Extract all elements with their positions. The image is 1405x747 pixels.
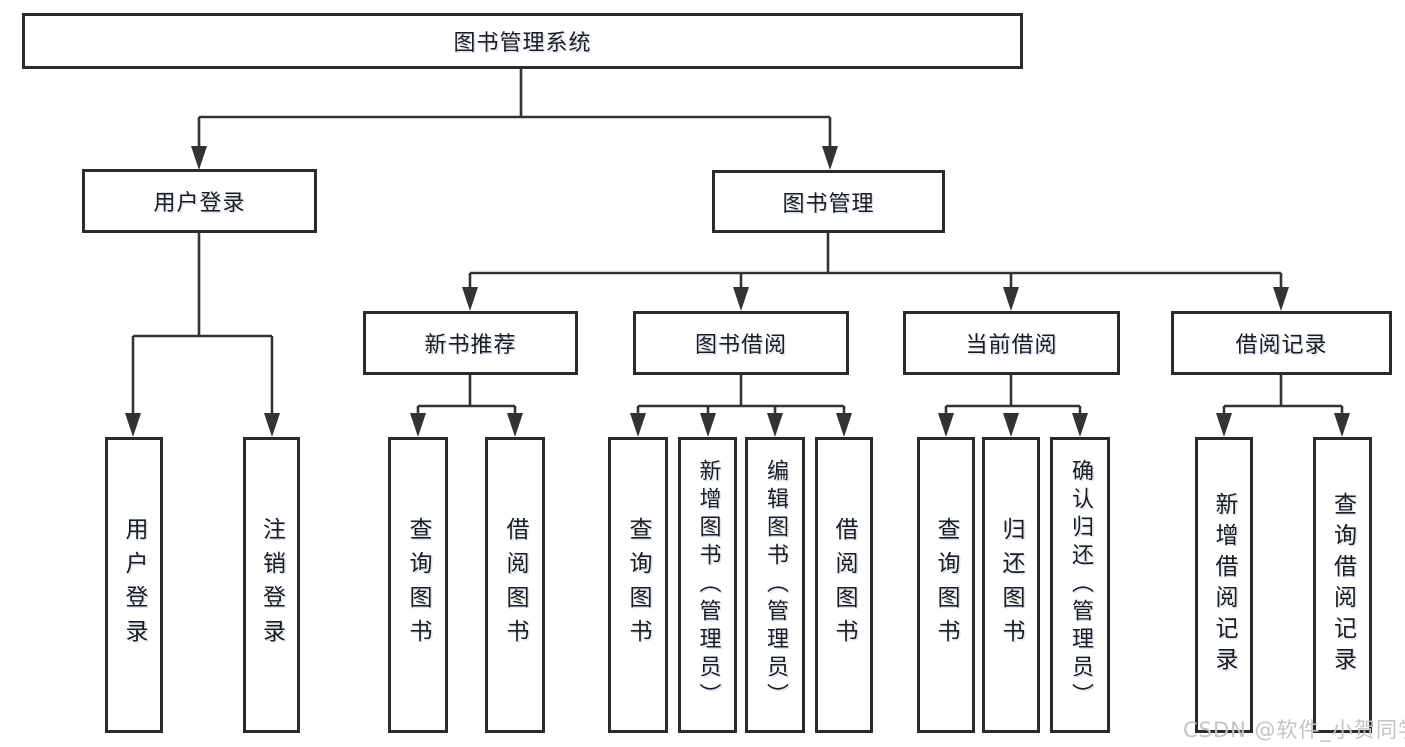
node-leaf-query-books-rec: 查询图书	[388, 437, 448, 733]
node-leaf-add-borrow-record-label: 新增借阅记录	[1211, 492, 1237, 678]
node-leaf-query-books-bb-label: 查询图书	[625, 517, 651, 653]
node-new-book-recommendation-label: 新书推荐	[424, 333, 517, 358]
node-leaf-query-books-cb: 查询图书	[917, 437, 975, 733]
node-leaf-return-books: 归还图书	[982, 437, 1040, 733]
node-borrowing-records-label: 借阅记录	[1235, 333, 1328, 358]
connector-user-login-children	[125, 233, 280, 437]
node-leaf-borrow-books-rec-label: 借阅图书	[502, 517, 528, 653]
node-book-borrowing-label: 图书借阅	[694, 333, 787, 358]
node-user-login-label: 用户登录	[153, 191, 246, 216]
node-borrowing-records: 借阅记录	[1171, 311, 1392, 375]
csdn-watermark: CSDN @软件_小贺同学	[1183, 718, 1405, 742]
node-leaf-query-books-cb-label: 查询图书	[933, 517, 959, 653]
node-leaf-add-books-admin-label: 新增图书（管理员）	[695, 459, 721, 711]
node-leaf-return-books-label: 归还图书	[998, 517, 1024, 653]
node-leaf-borrow-books-bb: 借阅图书	[815, 437, 873, 733]
connector-br-children	[1216, 375, 1350, 437]
node-leaf-query-borrow-record: 查询借阅记录	[1313, 437, 1372, 733]
node-library-management-system-label: 图书管理系统	[453, 31, 592, 56]
connector-rec-children	[410, 375, 523, 437]
node-leaf-borrow-books-bb-label: 借阅图书	[831, 517, 857, 653]
node-leaf-borrow-books-rec: 借阅图书	[485, 437, 545, 733]
node-leaf-query-borrow-record-label: 查询借阅记录	[1329, 492, 1356, 678]
node-book-borrowing: 图书借阅	[633, 311, 849, 375]
node-leaf-query-books-rec-label: 查询图书	[405, 517, 431, 653]
node-library-management-system: 图书管理系统	[22, 13, 1023, 69]
node-user-login: 用户登录	[82, 169, 317, 233]
node-leaf-add-books-admin: 新增图书（管理员）	[678, 437, 737, 733]
node-book-management: 图书管理	[712, 170, 945, 233]
connector-root-to-level2	[191, 69, 838, 170]
node-book-management-label: 图书管理	[782, 191, 875, 217]
node-leaf-add-borrow-record: 新增借阅记录	[1195, 437, 1253, 733]
node-current-borrowing: 当前借阅	[903, 311, 1120, 375]
connector-book-mgmt-children	[462, 233, 1289, 311]
node-leaf-logout-label: 注销登录	[258, 517, 285, 653]
connector-cb-children	[938, 375, 1088, 437]
node-leaf-confirm-return-admin: 确认归还（管理员）	[1050, 437, 1110, 733]
node-leaf-edit-books-admin: 编辑图书（管理员）	[745, 437, 805, 733]
node-leaf-user-login: 用户登录	[105, 437, 163, 733]
node-leaf-confirm-return-admin-label: 确认归还（管理员）	[1068, 459, 1093, 711]
node-current-borrowing-label: 当前借阅	[965, 333, 1058, 358]
node-leaf-query-books-bb: 查询图书	[608, 437, 668, 733]
node-leaf-user-login-label: 用户登录	[121, 517, 147, 653]
connector-bb-children	[630, 375, 852, 437]
node-leaf-edit-books-admin-label: 编辑图书（管理员）	[763, 459, 788, 711]
node-new-book-recommendation: 新书推荐	[363, 311, 578, 375]
node-leaf-logout: 注销登录	[243, 437, 300, 733]
